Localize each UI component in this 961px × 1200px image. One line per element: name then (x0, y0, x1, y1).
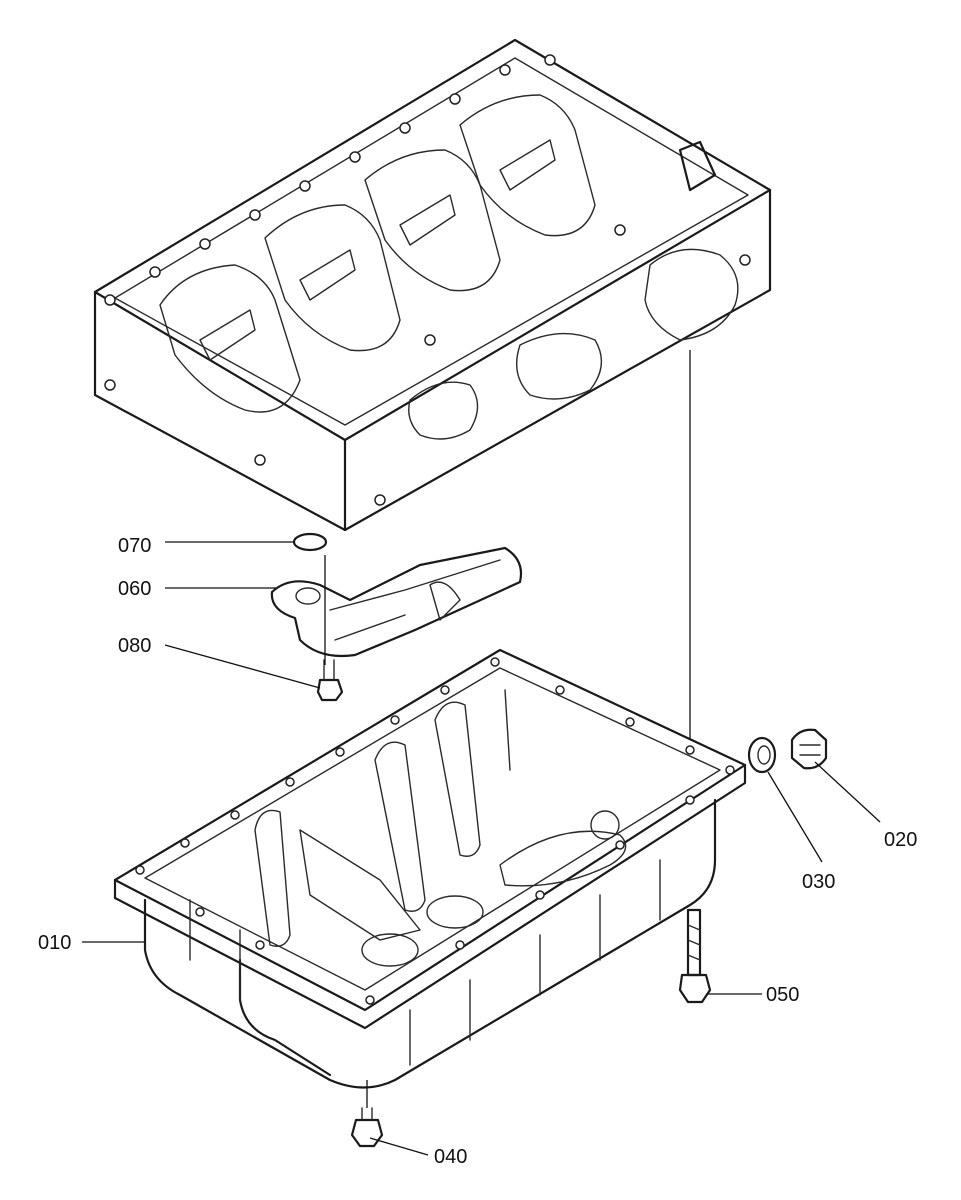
callout-050: 050 (766, 984, 799, 1006)
leader-040 (369, 1137, 429, 1156)
drain-gasket (747, 736, 777, 774)
o-ring (292, 532, 328, 552)
callout-060: 060 (118, 578, 151, 600)
leader-020 (814, 761, 881, 823)
callout-080: 080 (118, 635, 151, 657)
callout-020: 020 (884, 829, 917, 851)
drain-plug (790, 728, 828, 770)
pan-bolt (678, 908, 712, 1004)
callout-070: 070 (118, 535, 151, 557)
oil-pan (113, 648, 747, 1089)
callout-030: 030 (802, 871, 835, 893)
oil-strainer-pipe (270, 546, 523, 658)
strainer-bolt (316, 659, 344, 702)
leader-030 (767, 771, 823, 863)
callout-040: 040 (434, 1146, 467, 1168)
callout-010: 010 (38, 932, 71, 954)
bottom-plug (350, 1107, 384, 1148)
leader-080 (164, 644, 321, 689)
crankcase-block (93, 38, 772, 532)
